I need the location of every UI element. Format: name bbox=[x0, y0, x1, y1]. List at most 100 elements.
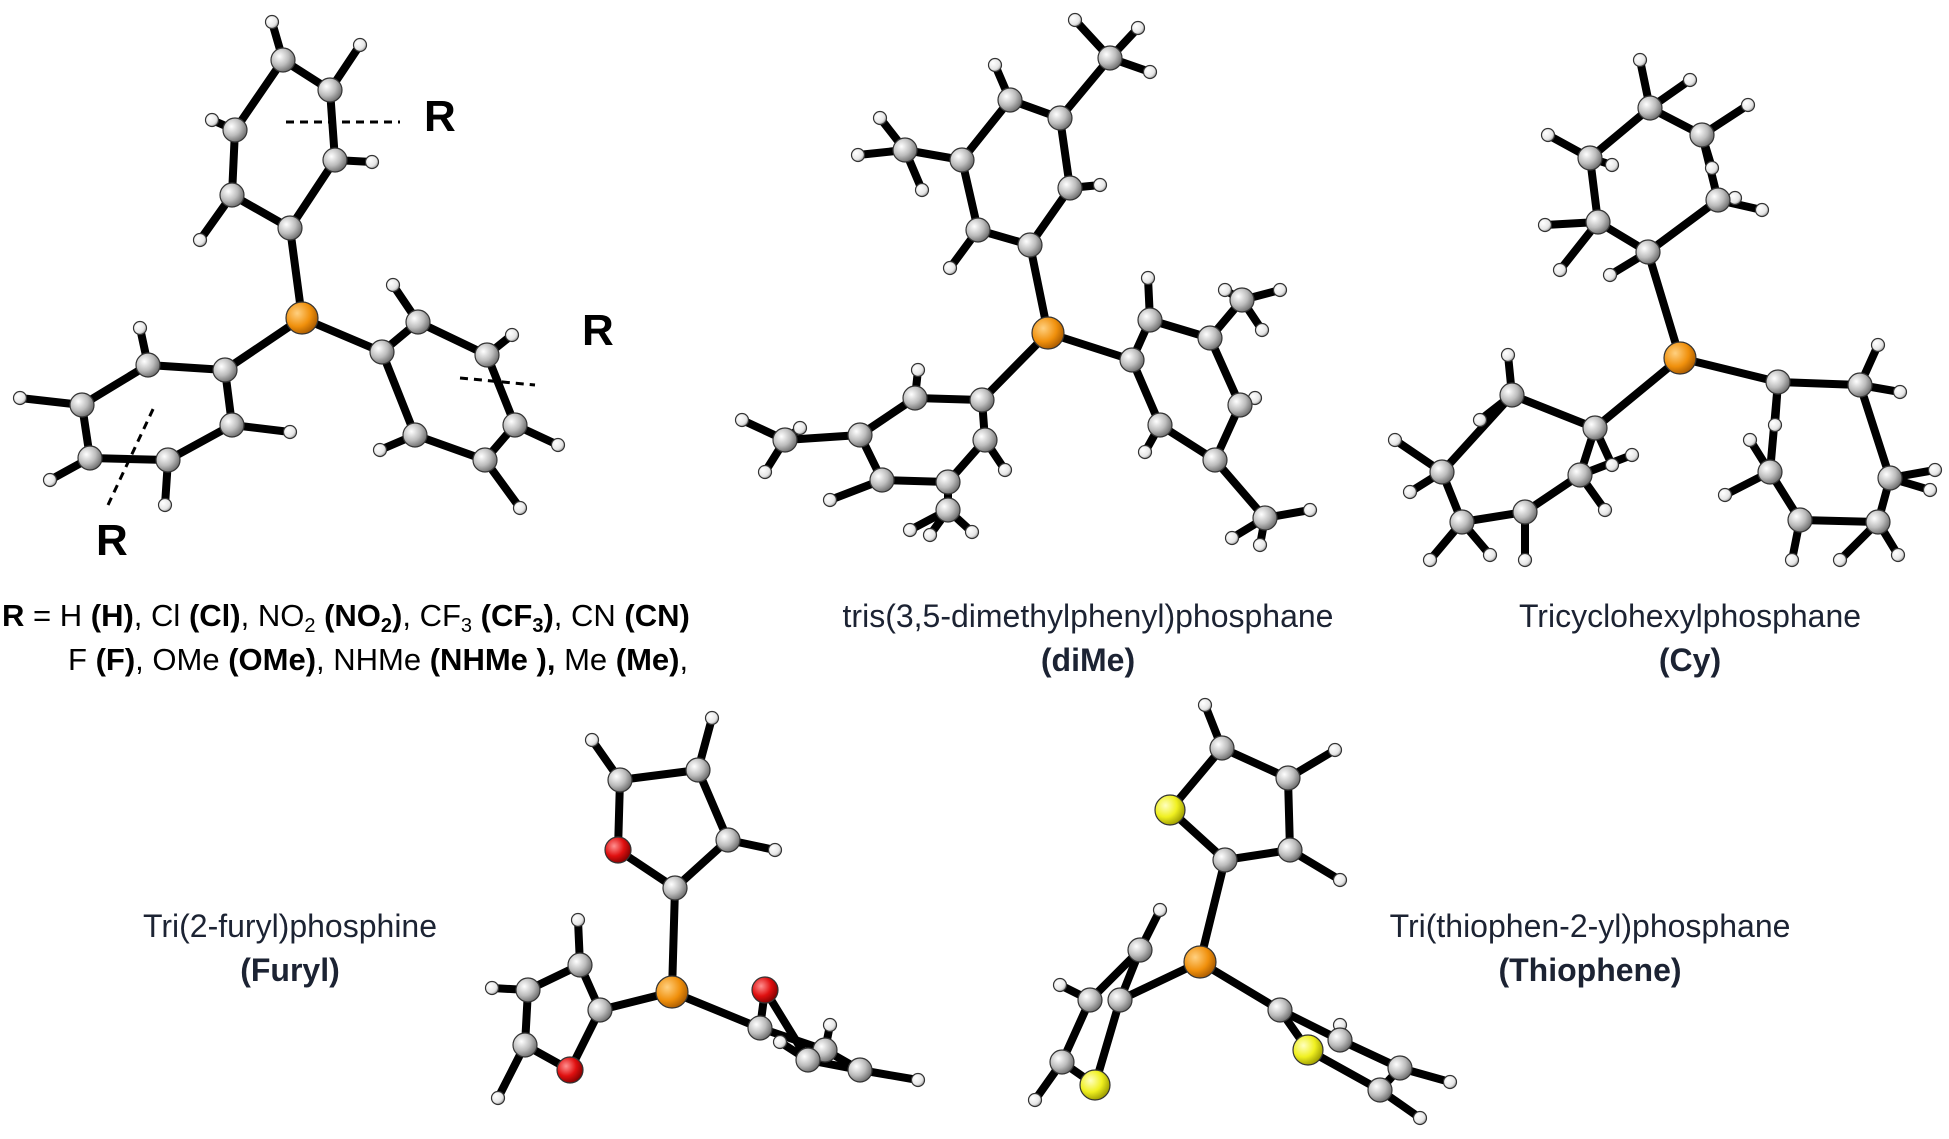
carbon-atom bbox=[685, 757, 711, 783]
hydrogen-atom bbox=[1754, 202, 1770, 218]
bond bbox=[1676, 354, 1782, 386]
carbon-atom bbox=[219, 412, 245, 438]
carbon-atom bbox=[219, 182, 245, 208]
hydrogen-atom bbox=[757, 464, 773, 480]
carbon-atom bbox=[1212, 847, 1238, 873]
bond bbox=[378, 348, 419, 439]
carbon-atom bbox=[1499, 382, 1525, 408]
carbon-atom bbox=[1582, 415, 1608, 441]
carbon-atom bbox=[795, 1047, 821, 1073]
carbon-atom bbox=[1277, 837, 1303, 863]
hydrogen-atom bbox=[1152, 902, 1168, 918]
hydrogen-atom bbox=[1604, 457, 1620, 473]
sulfur-atom bbox=[1154, 794, 1186, 826]
carbon-atom bbox=[1512, 499, 1538, 525]
hydrogen-atom bbox=[1517, 552, 1533, 568]
sulfur-atom bbox=[1292, 1034, 1324, 1066]
carbon-atom bbox=[772, 427, 798, 453]
hydrogen-atom bbox=[1682, 72, 1698, 88]
hydrogen-atom bbox=[850, 147, 866, 163]
carbon-atom bbox=[1049, 1049, 1075, 1075]
caption-thiophene: Tri(thiophen-2-yl)phosphane (Thiophene) bbox=[1370, 904, 1810, 992]
hydrogen-atom bbox=[484, 980, 500, 996]
hydrogen-atom bbox=[1604, 157, 1620, 173]
bond bbox=[86, 454, 172, 464]
caption-thiophene-code: (Thiophene) bbox=[1498, 952, 1682, 988]
bond bbox=[1586, 104, 1654, 162]
oxygen-atom bbox=[604, 836, 632, 864]
carbon-atom bbox=[472, 447, 498, 473]
hydrogen-atom bbox=[490, 1090, 506, 1106]
hydrogen-atom bbox=[987, 57, 1003, 73]
carbon-atom bbox=[405, 309, 431, 335]
hydrogen-atom bbox=[1717, 487, 1733, 503]
hydrogen-atom bbox=[364, 154, 380, 170]
carbon-atom bbox=[155, 447, 181, 473]
hydrogen-atom bbox=[1890, 547, 1906, 563]
hydrogen-atom bbox=[1552, 262, 1568, 278]
hydrogen-atom bbox=[1870, 337, 1886, 353]
caption-furyl-code: (Furyl) bbox=[240, 952, 340, 988]
hydrogen-atom bbox=[1597, 502, 1613, 518]
hydrogen-atom bbox=[1224, 530, 1240, 546]
bond bbox=[1774, 378, 1864, 389]
hydrogen-atom bbox=[964, 524, 980, 540]
hydrogen-atom bbox=[997, 462, 1013, 478]
carbon-atom bbox=[1252, 505, 1278, 531]
phosphorus-atom bbox=[1031, 316, 1065, 350]
carbon-atom bbox=[1057, 175, 1083, 201]
carbon-atom bbox=[1847, 372, 1873, 398]
hydrogen-atom bbox=[12, 390, 28, 406]
carbon-atom bbox=[270, 47, 296, 73]
hydrogen-atom bbox=[910, 362, 926, 378]
caption-dime-code: (diMe) bbox=[1040, 642, 1136, 678]
carbon-atom bbox=[1267, 997, 1293, 1023]
bond bbox=[1196, 856, 1229, 966]
phosphorus-atom bbox=[285, 301, 319, 335]
hydrogen-atom bbox=[1500, 347, 1516, 363]
carbon-atom bbox=[402, 422, 428, 448]
hydrogen-atom bbox=[1540, 127, 1556, 143]
hydrogen-atom bbox=[192, 232, 208, 248]
phosphorus-atom bbox=[655, 975, 689, 1009]
carbon-atom bbox=[1585, 209, 1611, 235]
carbon-atom bbox=[1765, 369, 1791, 395]
hydrogen-atom bbox=[1727, 190, 1743, 206]
hydrogen-atom bbox=[1092, 177, 1108, 193]
carbon-atom bbox=[1275, 765, 1301, 791]
thiophene-phosphine-model bbox=[1027, 697, 1458, 1126]
hydrogen-atom bbox=[1327, 742, 1343, 758]
hydrogen-atom bbox=[1472, 412, 1488, 428]
carbon-atom bbox=[715, 827, 741, 853]
hydrogen-atom bbox=[1412, 1110, 1428, 1126]
bond bbox=[694, 766, 732, 844]
hydrogen-atom bbox=[1332, 872, 1348, 888]
r-label-bottom: R bbox=[96, 516, 128, 565]
hydrogen-atom bbox=[1137, 444, 1153, 460]
carbon-atom bbox=[1147, 412, 1173, 438]
bond bbox=[1508, 391, 1599, 432]
bond bbox=[286, 156, 339, 232]
bond bbox=[1856, 381, 1894, 482]
carbon-atom bbox=[1202, 447, 1228, 473]
bond bbox=[1211, 456, 1269, 522]
hydrogen-atom bbox=[1252, 537, 1268, 553]
carbon-atom bbox=[1077, 987, 1103, 1013]
hydrogen-atom bbox=[1927, 462, 1943, 478]
carbon-atom bbox=[1577, 145, 1603, 171]
hydrogen-atom bbox=[1387, 432, 1403, 448]
dime-phosphine-model bbox=[734, 12, 1318, 553]
hydrogen-atom bbox=[1217, 282, 1233, 298]
hydrogen-atom bbox=[157, 497, 173, 513]
carbon-atom bbox=[1689, 122, 1715, 148]
hydrogen-atom bbox=[570, 912, 586, 928]
caption-thiophene-name: Tri(thiophen-2-yl)phosphane bbox=[1389, 908, 1791, 944]
carbon-atom bbox=[662, 875, 688, 901]
bond bbox=[1644, 248, 1684, 362]
furyl-phosphine-model bbox=[484, 710, 926, 1106]
bond bbox=[1796, 516, 1882, 526]
hydrogen-atom bbox=[550, 437, 566, 453]
hydrogen-atom bbox=[734, 412, 750, 428]
hydrogen-atom bbox=[1892, 384, 1908, 400]
